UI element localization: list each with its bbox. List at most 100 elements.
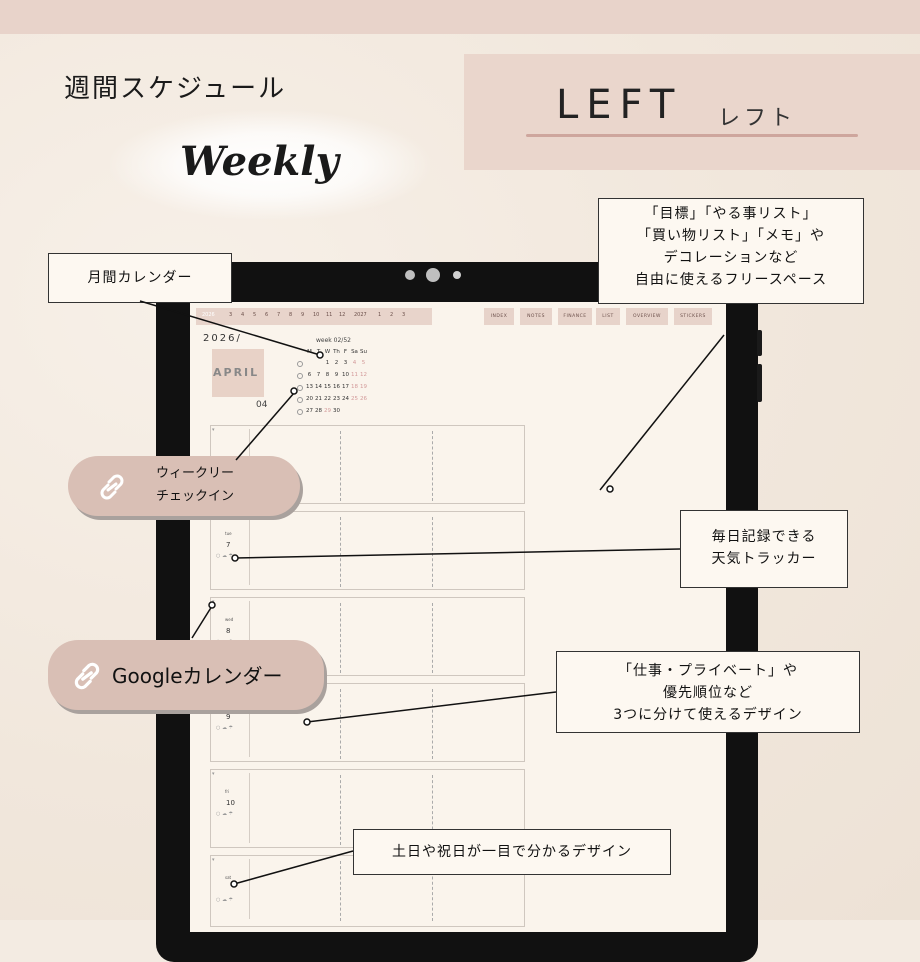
callout-line: 3つに分けて使えるデザイン <box>613 707 803 723</box>
camera-icon <box>426 268 440 282</box>
calendar-day[interactable]: 21 <box>315 396 322 402</box>
nav-month[interactable]: 2 <box>390 312 394 318</box>
underline-stroke <box>526 134 858 137</box>
nav-month[interactable]: 10 <box>313 312 320 318</box>
callout-line: 天気トラッカー <box>711 551 817 567</box>
week-checkbox[interactable] <box>297 397 303 403</box>
weather-tracker-icon[interactable]: ○ ☁ ☂ <box>216 553 234 559</box>
nav-next-year[interactable]: 2027 <box>354 312 367 318</box>
nav-month[interactable]: 9 <box>301 312 305 318</box>
calendar-day[interactable]: 2 <box>334 360 339 366</box>
calendar-day[interactable]: 30 <box>333 408 340 414</box>
nav-month[interactable]: 4 <box>241 312 245 318</box>
planner-year: 2026/ <box>203 333 242 344</box>
callout-line: 優先順位など <box>663 685 753 701</box>
calendar-day[interactable]: 23 <box>333 396 340 402</box>
calendar-day[interactable]: 5 <box>361 360 366 366</box>
weekday-label: Th <box>333 349 340 355</box>
column-divider <box>432 517 433 587</box>
calendar-day[interactable]: 18 <box>351 384 358 390</box>
tab-notes[interactable]: NOTES <box>520 308 552 325</box>
day-number: 10 <box>226 799 235 807</box>
column-divider <box>432 689 433 759</box>
nav-month[interactable]: 11 <box>326 312 333 318</box>
tab-overview[interactable]: OVERVIEW <box>626 308 668 325</box>
week-checkbox[interactable] <box>297 361 303 367</box>
nav-month[interactable]: 5 <box>253 312 257 318</box>
pill-line: ウィークリー <box>156 466 235 481</box>
day-box[interactable] <box>210 511 525 590</box>
nav-month[interactable]: 7 <box>277 312 281 318</box>
calendar-day[interactable]: 24 <box>342 396 349 402</box>
left-label-jp: レフト <box>718 106 797 131</box>
left-label-card <box>464 54 920 170</box>
calendar-day[interactable]: 20 <box>306 396 313 402</box>
tab-finance[interactable]: FINANCE <box>558 308 592 325</box>
year-month-nav[interactable] <box>196 308 432 325</box>
nav-month[interactable]: 6 <box>265 312 269 318</box>
calendar-day[interactable]: 4 <box>352 360 357 366</box>
nav-month[interactable]: 1 <box>378 312 382 318</box>
calendar-day[interactable]: 22 <box>324 396 331 402</box>
weather-tracker-icon[interactable]: ○ ☁ ☂ <box>216 811 234 817</box>
callout-line: 自由に使えるフリースペース <box>634 272 828 288</box>
tab-index[interactable]: INDEX <box>484 308 514 325</box>
day-number: 7 <box>226 541 231 549</box>
day-name: tue <box>225 531 232 536</box>
calendar-day[interactable]: 25 <box>351 396 358 402</box>
callout-weekend: 土日や祝日が一目で分かるデザイン <box>353 829 671 875</box>
side-button <box>757 330 762 356</box>
checkin-marker-icon[interactable]: ▾ <box>212 771 215 777</box>
week-label: week 02/52 <box>316 337 351 344</box>
tab-stickers[interactable]: STICKERS <box>674 308 712 325</box>
calendar-day[interactable]: 29 <box>324 408 331 414</box>
calendar-day[interactable]: 1 <box>325 360 330 366</box>
weather-tracker-icon[interactable]: ○ ☁ ☂ <box>216 897 234 903</box>
calendar-day[interactable]: 26 <box>360 396 367 402</box>
callout-monthly-calendar: 月間カレンダー <box>48 253 232 303</box>
left-label: LEFT <box>556 82 683 128</box>
weather-tracker-icon[interactable]: ○ ☁ ☂ <box>216 725 234 731</box>
title-japanese: 週間スケジュール <box>64 74 287 104</box>
calendar-day[interactable]: 16 <box>333 384 340 390</box>
week-checkbox[interactable] <box>297 409 303 415</box>
weekday-label: W <box>324 349 331 355</box>
calendar-day[interactable]: 3 <box>343 360 348 366</box>
nav-month[interactable]: 8 <box>289 312 293 318</box>
calendar-day[interactable]: 27 <box>306 408 313 414</box>
week-checkbox[interactable] <box>297 373 303 379</box>
tab-list[interactable]: LIST <box>596 308 620 325</box>
calendar-day[interactable]: 12 <box>360 372 367 378</box>
calendar-day[interactable]: 9 <box>334 372 339 378</box>
nav-year[interactable]: 2026 <box>202 312 215 318</box>
calendar-day[interactable]: 6 <box>307 372 312 378</box>
calendar-day[interactable]: 13 <box>306 384 313 390</box>
callout-line: 「目標」「やる事リスト」 <box>644 206 818 222</box>
checkin-marker-icon[interactable]: ▾ <box>212 857 215 863</box>
calendar-day[interactable]: 11 <box>351 372 358 378</box>
day-number: 9 <box>226 713 231 721</box>
month-name: APRIL <box>213 366 260 379</box>
calendar-day[interactable]: 10 <box>342 372 349 378</box>
calendar-day[interactable]: 19 <box>360 384 367 390</box>
calendar-day[interactable]: 15 <box>324 384 331 390</box>
day-number: 8 <box>226 627 231 635</box>
checkin-marker-icon[interactable]: ▾ <box>212 513 215 519</box>
calendar-day[interactable]: 7 <box>316 372 321 378</box>
connector-lines <box>139 300 725 888</box>
weekly-checkin-label: ウィークリー チェックイン <box>156 462 234 508</box>
calendar-day[interactable]: 17 <box>342 384 349 390</box>
callout-weather-tracker: 毎日記録できる 天気トラッカー <box>680 510 848 588</box>
nav-month[interactable]: 3 <box>402 312 406 318</box>
week-checkbox[interactable] <box>297 385 303 391</box>
nav-month[interactable]: 12 <box>339 312 346 318</box>
calendar-day[interactable]: 14 <box>315 384 322 390</box>
nav-month[interactable]: 3 <box>229 312 233 318</box>
calendar-day[interactable]: 8 <box>325 372 330 378</box>
checkin-marker-icon[interactable]: ▾ <box>212 427 215 433</box>
calendar-day[interactable]: 28 <box>315 408 322 414</box>
top-band <box>0 0 920 34</box>
day-name: sat <box>225 875 232 880</box>
